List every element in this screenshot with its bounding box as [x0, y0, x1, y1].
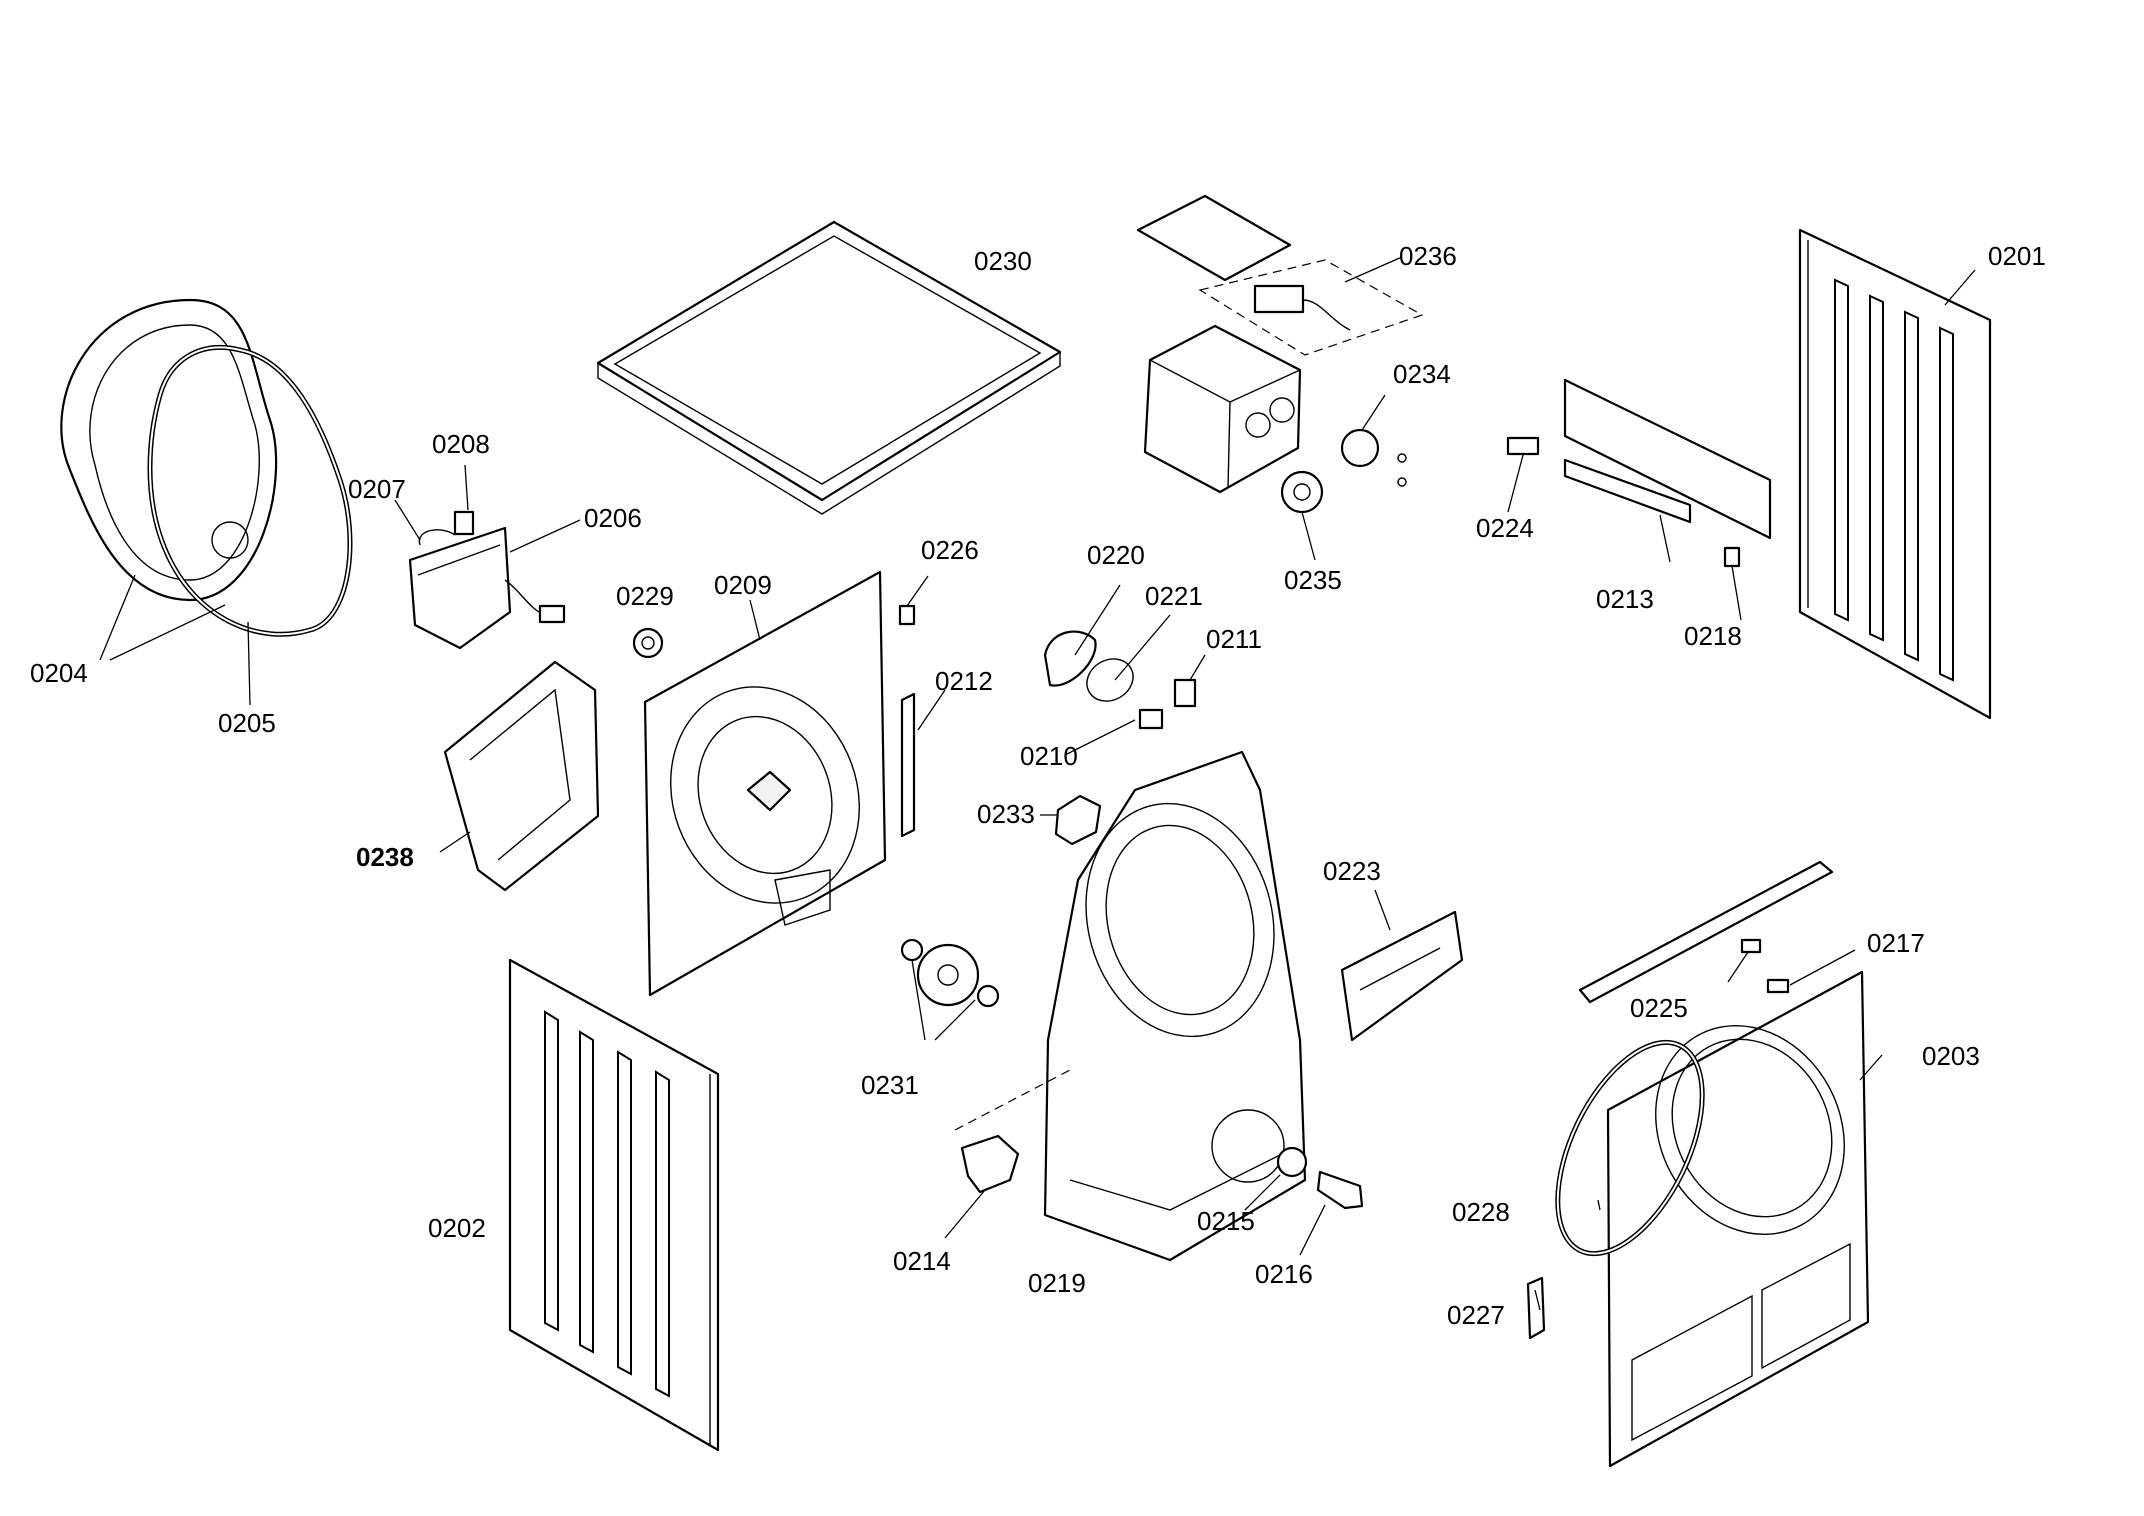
label-0211: 0211 [1206, 624, 1262, 654]
part-0201-right-side-panel [1798, 228, 1992, 720]
label-0233: 0233 [977, 799, 1035, 829]
label-0223: 0223 [1323, 856, 1381, 886]
part-0212-strip [900, 692, 916, 838]
part-0227-clip [1526, 1276, 1546, 1340]
part-0207-wire [418, 529, 456, 546]
part-0203-front-panel [1606, 970, 1870, 1468]
part-0206-control-housing [408, 526, 566, 650]
label-0236: 0236 [1399, 241, 1457, 271]
part-0236-module-box [1143, 324, 1302, 494]
part-0213-rail [1563, 378, 1772, 540]
part-0209-rear-panel [643, 570, 887, 997]
label-0227: 0227 [1447, 1300, 1505, 1330]
label-0228: 0228 [1452, 1197, 1510, 1227]
label-0215: 0215 [1197, 1206, 1255, 1236]
label-0209: 0209 [714, 570, 772, 600]
part-0236-cover-plate [1136, 194, 1292, 282]
part-0210-connector [1138, 708, 1164, 730]
part-0223-filter [1340, 910, 1464, 1042]
part-0221-seal [1086, 658, 1134, 702]
part-0220-cover [1043, 630, 1097, 687]
part-0229-bracket [632, 627, 664, 659]
label-0202: 0202 [428, 1213, 486, 1243]
label-0229: 0229 [616, 581, 674, 611]
label-0207: 0207 [348, 474, 406, 504]
part-0219-front-frame [1043, 750, 1307, 1262]
label-0234: 0234 [1393, 359, 1451, 389]
label-0225: 0225 [1630, 993, 1688, 1023]
label-0217: 0217 [1867, 928, 1925, 958]
label-0201: 0201 [1988, 241, 2046, 271]
label-0213: 0213 [1596, 584, 1654, 614]
label-0218: 0218 [1684, 621, 1742, 651]
label-0226: 0226 [921, 535, 979, 565]
label-0220: 0220 [1087, 540, 1145, 570]
label-0206: 0206 [584, 503, 642, 533]
label-0231: 0231 [861, 1070, 919, 1100]
label-0212: 0212 [935, 666, 993, 696]
part-0234-capacitor [1340, 428, 1407, 487]
part-labels: 0201 0202 0203 0204 0205 0206 0207 0208 … [30, 241, 2046, 1330]
label-0224: 0224 [1476, 513, 1534, 543]
part-0218-clip [1723, 546, 1741, 568]
alignment-line-0214 [954, 1069, 1071, 1131]
label-0238: 0238 [356, 842, 414, 872]
label-0203: 0203 [1922, 1041, 1980, 1071]
label-0216: 0216 [1255, 1259, 1313, 1289]
part-0233-knob [1054, 794, 1102, 846]
part-0236-harness [1198, 259, 1424, 356]
part-0217-top-rail [1578, 860, 1834, 1004]
label-0221: 0221 [1145, 581, 1203, 611]
part-0202-left-side-panel [508, 958, 720, 1452]
label-0210: 0210 [1020, 741, 1078, 771]
part-0225-clip [1740, 938, 1762, 954]
label-0214: 0214 [893, 1246, 951, 1276]
label-0208: 0208 [432, 429, 490, 459]
part-0235-pump [1280, 470, 1324, 514]
label-0230: 0230 [974, 246, 1032, 276]
leader-lines [99, 256, 1976, 1311]
part-0238-air-duct [443, 660, 600, 892]
part-0205-door-gasket [147, 344, 353, 637]
part-0231-bearings [900, 938, 1000, 1008]
label-0204: 0204 [30, 658, 88, 688]
part-0214-latch [960, 1134, 1020, 1194]
part-0230-top-cover [596, 220, 1062, 515]
label-0219: 0219 [1028, 1268, 1086, 1298]
part-0226-clip [898, 604, 916, 626]
part-0215-roller [1276, 1146, 1308, 1178]
part-0228-front-gasket [1555, 1039, 1705, 1257]
part-0204-door [60, 298, 278, 602]
part-0224-clip [1506, 436, 1540, 456]
label-0205: 0205 [218, 708, 276, 738]
part-0208-switch [453, 510, 475, 536]
label-0235: 0235 [1284, 565, 1342, 595]
part-0211-sensor [1173, 678, 1197, 708]
part-0216-foot [1316, 1170, 1364, 1210]
